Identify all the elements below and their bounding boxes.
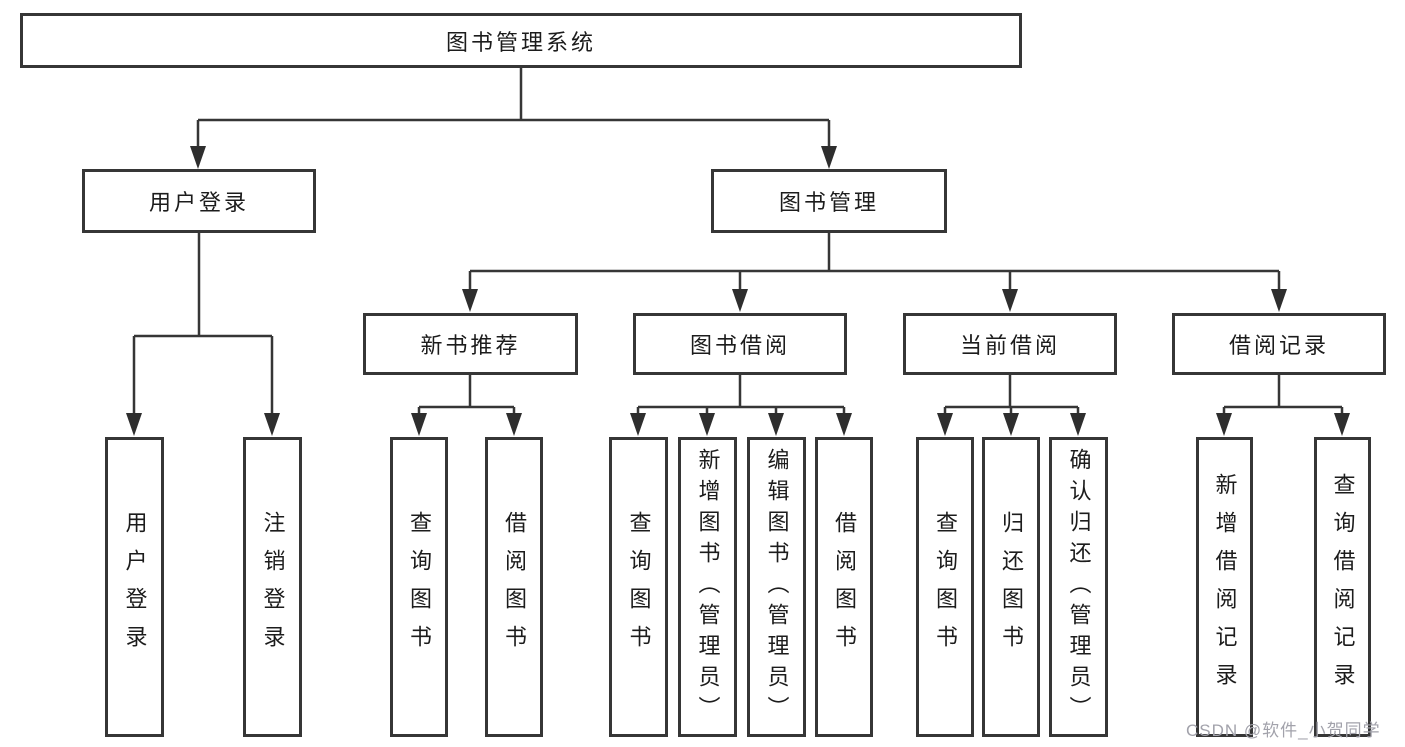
- node-leaf-confirm-return-admin: 确认归还（管理员）: [1049, 437, 1108, 737]
- node-label: 新书推荐: [420, 333, 521, 358]
- node-leaf-borrow-books-1: 借阅图书: [485, 437, 543, 737]
- node-label: 图书管理: [778, 190, 879, 215]
- node-leaf-user-login: 用户登录: [105, 437, 164, 737]
- node-label: 图书管理系统: [445, 29, 596, 55]
- node-new-book-recommend: 新书推荐: [363, 313, 578, 375]
- node-book-management-branch: 图书管理: [711, 169, 947, 233]
- node-library-management-system: 图书管理系统: [20, 13, 1022, 68]
- node-label: 新增借阅记录: [1212, 473, 1238, 701]
- node-leaf-borrow-books-2: 借阅图书: [815, 437, 873, 737]
- node-leaf-add-books-admin: 新增图书（管理员）: [678, 437, 737, 737]
- node-label: 注销登录: [260, 511, 286, 663]
- node-label: 当前借阅: [959, 333, 1060, 358]
- node-leaf-query-books-2: 查询图书: [609, 437, 668, 737]
- node-leaf-query-books-3: 查询图书: [916, 437, 974, 737]
- node-label: 查询借阅记录: [1330, 473, 1356, 701]
- node-label: 借阅图书: [502, 511, 527, 663]
- node-leaf-query-borrow-record: 查询借阅记录: [1314, 437, 1371, 737]
- node-label: 编辑图书（管理员）: [764, 447, 790, 727]
- node-label: 借阅图书: [832, 511, 857, 663]
- node-label: 新增图书（管理员）: [695, 447, 721, 727]
- node-user-login-branch: 用户登录: [82, 169, 316, 233]
- node-current-borrow: 当前借阅: [903, 313, 1117, 375]
- node-leaf-logout: 注销登录: [243, 437, 302, 737]
- node-label: 用户登录: [122, 511, 148, 663]
- node-leaf-edit-books-admin: 编辑图书（管理员）: [747, 437, 806, 737]
- node-label: 图书借阅: [689, 333, 790, 358]
- node-label: 查询图书: [407, 511, 432, 663]
- node-label: 借阅记录: [1228, 333, 1329, 358]
- node-label: 用户登录: [148, 190, 249, 215]
- node-label: 确认归还（管理员）: [1066, 447, 1092, 727]
- node-label: 查询图书: [933, 511, 958, 663]
- node-label: 查询图书: [626, 511, 652, 663]
- node-book-borrow: 图书借阅: [633, 313, 847, 375]
- node-leaf-add-borrow-record: 新增借阅记录: [1196, 437, 1253, 737]
- csdn-watermark: CSDN @软件_小贺同学: [1186, 721, 1381, 740]
- node-leaf-return-books: 归还图书: [982, 437, 1040, 737]
- node-borrow-records: 借阅记录: [1172, 313, 1386, 375]
- node-leaf-query-books-1: 查询图书: [390, 437, 448, 737]
- node-label: 归还图书: [999, 511, 1024, 663]
